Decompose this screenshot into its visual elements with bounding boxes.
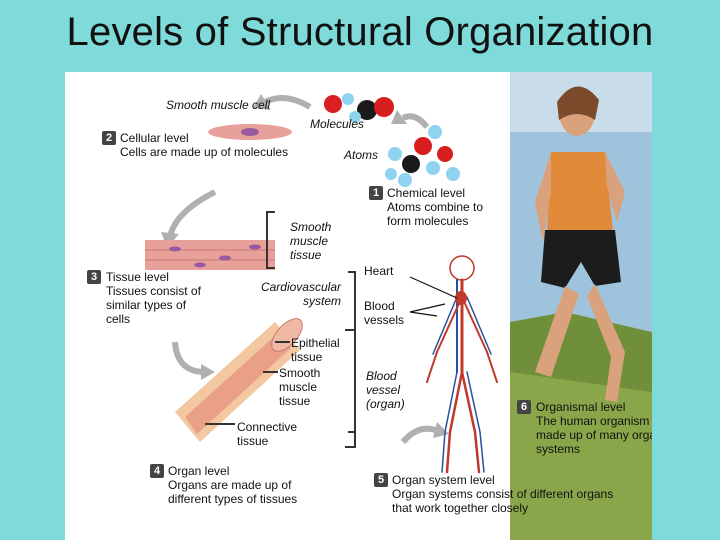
level-4-text: Organ level Organs are made up of differ…: [168, 464, 298, 506]
organ-smooth-muscle-tissue-label: Smooth muscle tissue: [279, 366, 321, 408]
heart-label: Heart: [364, 264, 394, 278]
epithelial-tissue-label: Epithelial tissue: [291, 336, 340, 364]
blood-vessel-organ-label: Blood vessel (organ): [366, 369, 405, 411]
level-2-text: Cellular level Cells are made up of mole…: [120, 131, 289, 159]
level-1-badge: 1: [369, 186, 383, 200]
diagram-panel: Smooth muscle cell Molecules Atoms Smoot…: [65, 72, 652, 540]
molecules-label: Molecules: [310, 117, 365, 131]
smooth-muscle-cell-label: Smooth muscle cell: [166, 98, 271, 112]
blood-vessel-organ-shape: [175, 318, 303, 442]
connective-tissue-label: Connective tissue: [237, 420, 298, 448]
level-4-badge: 4: [150, 464, 164, 478]
level-6-text: Organismal level The human organism is m…: [536, 400, 652, 456]
muscle-tissue-shape: [145, 240, 275, 270]
slide-title: Levels of Structural Organization: [66, 10, 654, 54]
runner-photo: [510, 72, 652, 540]
blood-vessels-label: Blood vessels: [364, 299, 405, 327]
level-3-badge: 3: [87, 270, 101, 284]
cardiovascular-figure: [426, 255, 498, 474]
level-1-text: Chemical level Atoms combine to form mol…: [387, 186, 484, 228]
level-5-text: Organ system level Organ systems consist…: [392, 473, 614, 515]
smooth-muscle-tissue-label: Smooth muscle tissue: [290, 220, 332, 262]
level-2-badge: 2: [102, 131, 116, 145]
atom-cluster: [385, 125, 460, 187]
cardiovascular-system-label: Cardiovascular system: [260, 280, 341, 308]
pointer-lines: [409, 276, 458, 317]
atoms-label: Atoms: [344, 148, 379, 162]
diagram-graphics: [145, 72, 652, 540]
molecule-cluster: [324, 93, 394, 123]
level-5-badge: 5: [374, 473, 388, 487]
level-6-badge: 6: [517, 400, 531, 414]
brackets: [205, 211, 356, 448]
level-3-text: Tissue level Tissues consist of similar …: [106, 270, 201, 326]
